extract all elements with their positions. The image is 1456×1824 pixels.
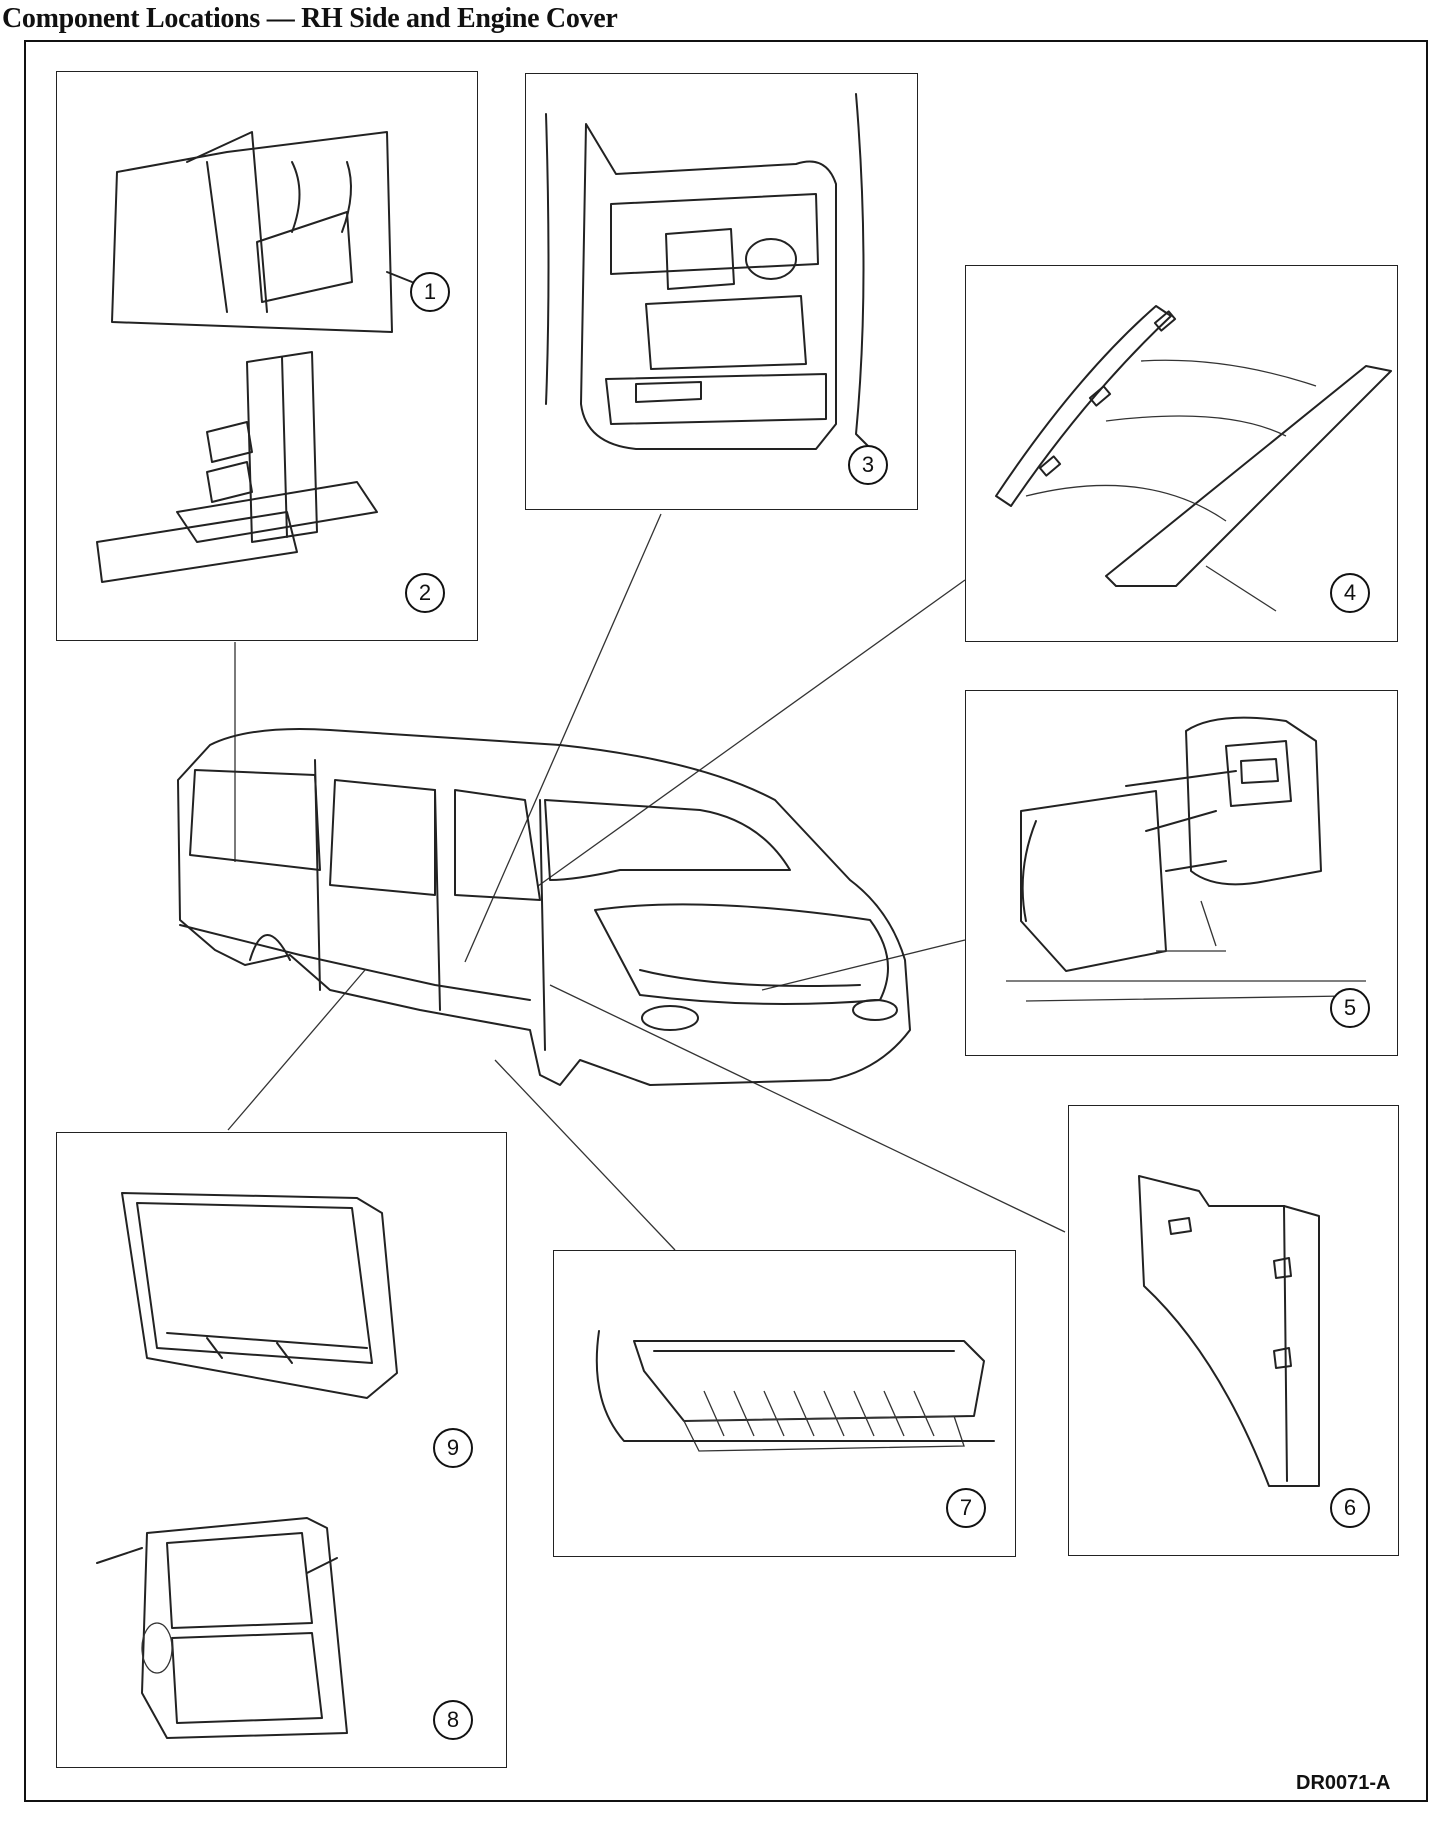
step-well-illustration bbox=[595, 1330, 995, 1452]
panel-engine-cover bbox=[965, 690, 1398, 1056]
callout-3: 3 bbox=[848, 445, 888, 485]
diagram-frame bbox=[24, 40, 1428, 1802]
panel-side-door-trim bbox=[56, 1132, 507, 1768]
callout-6: 6 bbox=[1330, 1488, 1370, 1528]
drawing-code: DR0071-A bbox=[1296, 1772, 1391, 1794]
a-pillar-trim-illustration bbox=[995, 305, 1392, 612]
callout-9: 9 bbox=[433, 1428, 473, 1468]
panel-wheelhouse-trim bbox=[1068, 1105, 1399, 1556]
callout-4: 4 bbox=[1330, 573, 1370, 613]
panel-upper-left bbox=[56, 71, 478, 641]
callout-1: 1 bbox=[410, 272, 450, 312]
panel-step-well bbox=[553, 1250, 1016, 1557]
b-pillar-trim-illustration bbox=[96, 131, 413, 583]
page-title: Component Locations — RH Side and Engine… bbox=[2, 3, 618, 34]
panel-a-pillar-trim bbox=[965, 265, 1398, 642]
callout-7: 7 bbox=[946, 1488, 986, 1528]
engine-cover-illustration bbox=[1006, 716, 1366, 1002]
callout-2: 2 bbox=[405, 573, 445, 613]
panel-front-door-trim bbox=[525, 73, 918, 510]
front-door-trim-illustration bbox=[545, 93, 877, 455]
callout-8: 8 bbox=[433, 1700, 473, 1740]
callout-5: 5 bbox=[1330, 988, 1370, 1028]
side-door-window-and-trim-illustration bbox=[96, 1192, 398, 1739]
wheelhouse-trim-illustration bbox=[1138, 1175, 1320, 1487]
